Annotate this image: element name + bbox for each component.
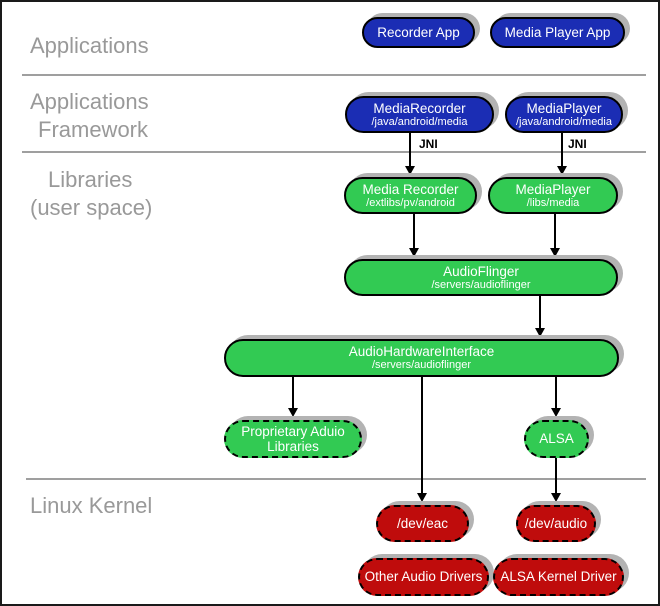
node-audioflinger: AudioFlinger /servers/audioflinger [344, 259, 618, 296]
node-title: Media Recorder [362, 181, 459, 197]
arrow-down-icon [417, 493, 427, 502]
node-title-line2: Libraries [267, 439, 319, 454]
layer-label-line1: Libraries [48, 167, 133, 192]
edge-ahi-alsa-line [555, 376, 557, 409]
arrow-down-icon [409, 248, 419, 257]
node-dev-audio: /dev/audio [516, 505, 596, 542]
layer-label-text: Linux Kernel [30, 493, 153, 518]
arrow-down-icon [551, 408, 561, 417]
node-title: MediaRecorder [373, 100, 466, 116]
node-media-player-app: Media Player App [490, 17, 625, 48]
layer-label-line2: (user space) [30, 195, 153, 220]
node-alsa-kernel-driver: ALSA Kernel Driver [493, 558, 624, 596]
edge-audioflinger-ahi-line [539, 295, 541, 329]
arrow-down-icon [535, 328, 545, 337]
layer-label-applications: Applications [30, 32, 149, 60]
arrow-down-icon [550, 248, 560, 257]
arrow-down-icon [557, 166, 567, 175]
node-title: MediaPlayer [526, 100, 602, 116]
edge-mediarecorder-jni-line [409, 132, 411, 167]
layer-label-libraries: Libraries (user space) [30, 166, 152, 222]
node-subtitle: /servers/audioflinger [371, 359, 472, 372]
layer-label-applications-framework: Applications Framework [30, 88, 149, 144]
node-subtitle: /java/android/media [515, 115, 612, 128]
node-subtitle: /java/android/media [371, 115, 468, 128]
edge-ahi-deveac-line [421, 376, 423, 494]
node-title: Media Player App [504, 24, 611, 40]
node-audio-hardware-interface: AudioHardwareInterface /servers/audiofli… [224, 339, 619, 377]
node-subtitle: /servers/audioflinger [431, 278, 531, 291]
arrow-down-icon [288, 408, 298, 417]
node-title: ALSA [539, 431, 574, 447]
node-mediaplayer-lib: MediaPlayer /libs/media [488, 177, 618, 214]
node-title: Proprietary Aduio [241, 423, 345, 439]
edge-mediaplayer-audioflinger-line [554, 213, 556, 249]
layer-label-text: Applications [30, 33, 149, 58]
node-subtitle: /extlibs/pv/android [366, 196, 455, 209]
node-title: Recorder App [377, 24, 460, 40]
node-title: MediaPlayer [515, 181, 591, 197]
edge-mediarecorder-audioflinger-line [413, 213, 415, 249]
node-title: /dev/audio [524, 515, 588, 531]
node-mediarecorder-framework: MediaRecorder /java/android/media [345, 96, 494, 133]
divider-framework-libraries [22, 151, 646, 153]
node-mediaplayer-framework: MediaPlayer /java/android/media [505, 96, 623, 133]
layer-label-linux-kernel: Linux Kernel [30, 492, 152, 520]
node-title: Other Audio Drivers [364, 569, 483, 585]
node-subtitle: /libs/media [526, 196, 580, 209]
divider-libraries-kernel [26, 478, 646, 480]
arrow-down-icon [405, 166, 415, 175]
node-title: ALSA Kernel Driver [500, 569, 617, 585]
node-title: AudioFlinger [443, 263, 519, 279]
node-proprietary-audio-libraries: Proprietary Aduio Libraries [224, 420, 362, 458]
arrow-down-icon [551, 493, 561, 502]
node-dev-eac: /dev/eac [376, 505, 469, 542]
edge-ahi-proprietary-line [292, 376, 294, 409]
jni-label-left: JNI [419, 137, 438, 151]
node-media-recorder-lib: Media Recorder /extlibs/pv/android [344, 177, 477, 214]
node-title: /dev/eac [396, 515, 449, 531]
node-other-audio-drivers: Other Audio Drivers [358, 558, 489, 596]
node-recorder-app: Recorder App [362, 17, 475, 48]
edge-alsa-devaudio-line [555, 458, 557, 494]
divider-applications-framework [22, 74, 646, 76]
jni-label-right: JNI [568, 137, 587, 151]
edge-mediaplayer-jni-line [561, 132, 563, 167]
layer-label-line2: Framework [38, 117, 149, 142]
layer-label-line1: Applications [30, 89, 149, 114]
node-alsa: ALSA [524, 420, 589, 458]
node-title: AudioHardwareInterface [348, 344, 495, 360]
